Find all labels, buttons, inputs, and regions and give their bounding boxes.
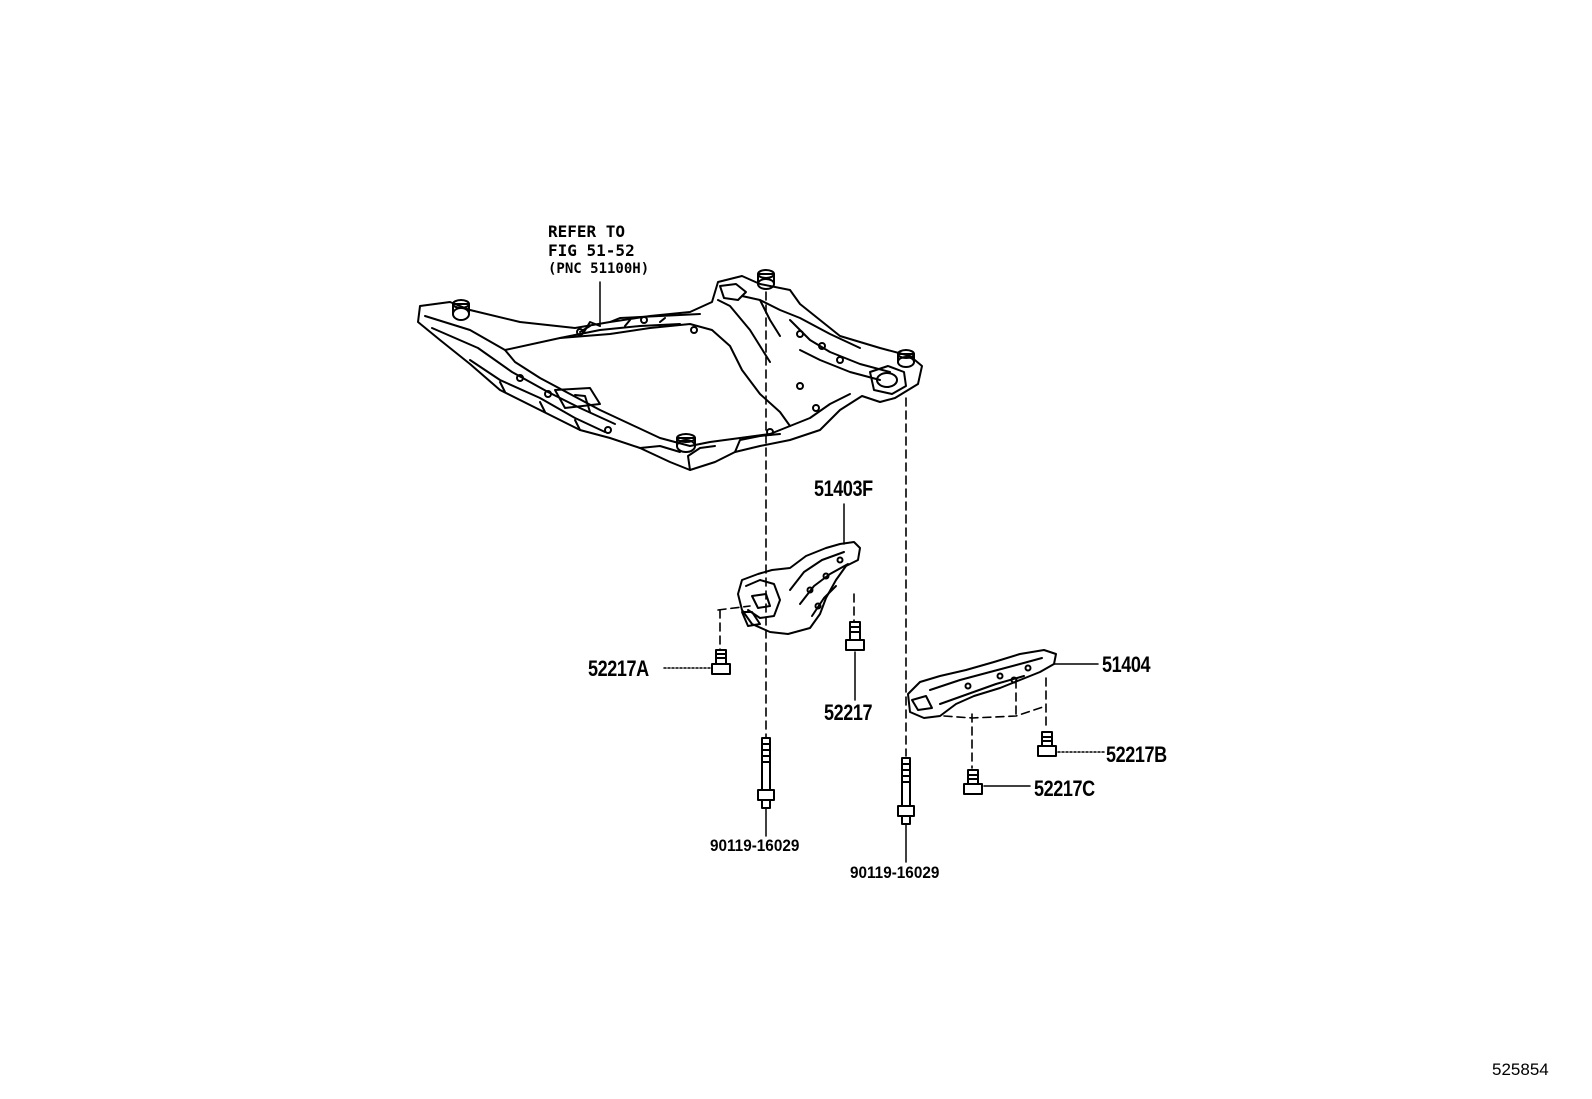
label-52217A[interactable]: 52217A — [588, 656, 649, 681]
bolt-52217B[interactable] — [1037, 731, 1057, 757]
alignment-lines — [717, 291, 1047, 769]
label-52217C[interactable]: 52217C — [1034, 776, 1095, 801]
bracket-51404[interactable] — [907, 649, 1057, 719]
bolt-52217A[interactable] — [711, 649, 731, 675]
refer-note-line1: REFER TO — [548, 222, 626, 241]
label-51403F[interactable]: 51403F — [814, 476, 873, 501]
refer-note-line2: FIG 51-52 — [548, 241, 635, 260]
label-52217[interactable]: 52217 — [824, 700, 873, 725]
label-stud-left[interactable]: 90119-16029 — [710, 836, 800, 855]
refer-note-line3: (PNC 51100H) — [548, 261, 650, 277]
stud-bolt-right[interactable] — [897, 757, 915, 825]
figure-id: 525854 — [1492, 1060, 1549, 1079]
refer-note[interactable]: REFER TO FIG 51-52 (PNC 51100H) — [548, 222, 649, 279]
label-52217B[interactable]: 52217B — [1106, 742, 1167, 767]
label-stud-right[interactable]: 90119-16029 — [850, 863, 940, 882]
stud-bolt-left[interactable] — [757, 737, 775, 809]
label-51404[interactable]: 51404 — [1102, 652, 1151, 677]
bolt-52217[interactable] — [845, 621, 865, 651]
suspension-crossmember[interactable] — [417, 269, 923, 471]
bolt-52217C[interactable] — [963, 769, 983, 795]
bracket-51403F[interactable] — [737, 541, 861, 635]
